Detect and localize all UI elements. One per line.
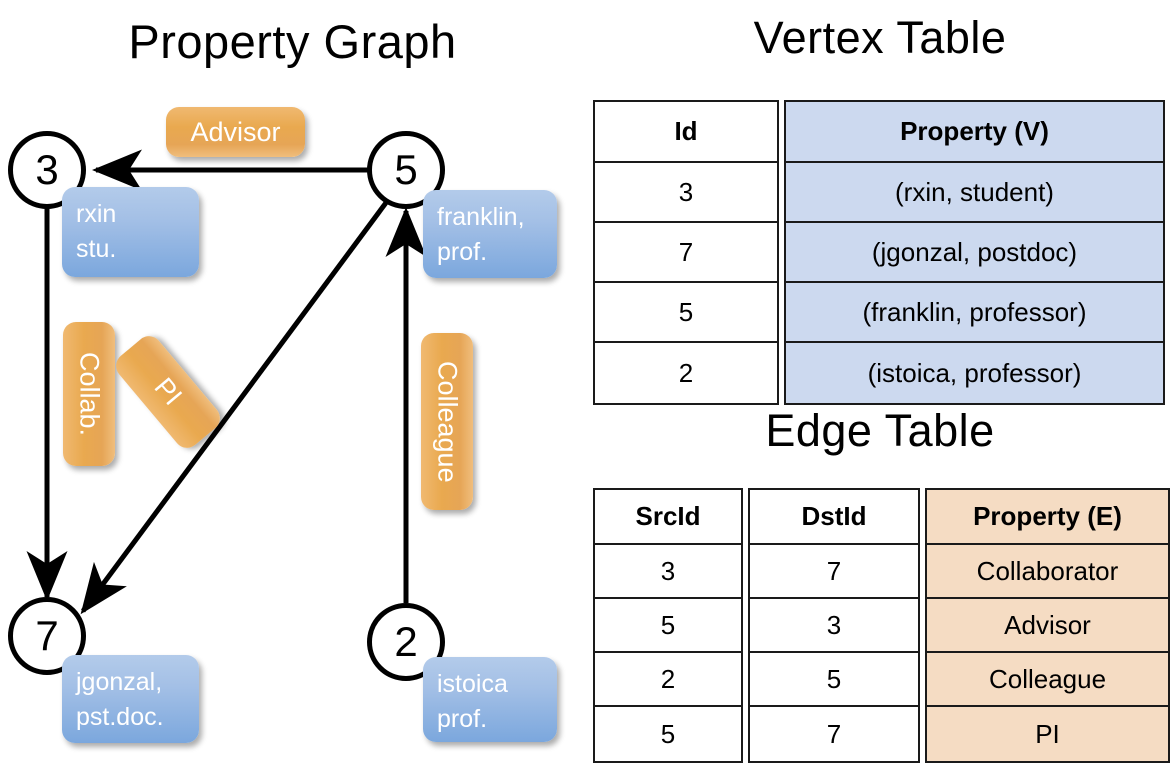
- table-row: Collaborator: [927, 545, 1168, 599]
- table-row: PI: [927, 707, 1168, 761]
- edge-callout-collab-label: Collab.: [74, 351, 105, 437]
- edge-table-header-srcid: SrcId: [595, 490, 741, 545]
- table-row: 2: [595, 653, 741, 707]
- table-row: 3: [595, 545, 741, 599]
- graph-node-2[interactable]: 2: [367, 603, 445, 681]
- page-title-property-graph: Property Graph: [128, 15, 457, 68]
- page-title-vertex-table: Vertex Table: [753, 12, 1007, 63]
- graph-node-3-id: 3: [35, 146, 59, 193]
- edge-table: SrcId 3 5 2 5 DstId 7 3 5 7 Property (E)…: [593, 488, 1170, 763]
- vertex-callout-3: rxin stu.: [62, 187, 199, 277]
- edge-callout-advisor-label: Advisor: [190, 116, 281, 147]
- graph-node-2-id: 2: [394, 618, 418, 665]
- vertex-callout-3-line2: stu.: [76, 234, 117, 263]
- vertex-table-header-property: Property (V): [786, 102, 1163, 163]
- table-row: 2: [678, 357, 694, 388]
- graph-node-5[interactable]: 5: [367, 131, 445, 209]
- vertex-callout-7-line1: jgonzal,: [76, 668, 163, 696]
- vertex-callout-7: jgonzal, pst.doc.: [62, 655, 199, 743]
- edge-table-header-dstid: DstId: [750, 490, 918, 545]
- edge-table-srcid-column: SrcId 3 5 2 5: [593, 488, 743, 763]
- vertex-callout-2-line1: istoica: [437, 670, 508, 698]
- vertex-table: Id 3 7 5 2 Property (V) (rxin, student) …: [593, 100, 1165, 405]
- property-graph-diagram: 3 rxin stu. 5 franklin, prof. 7 jgonzal,…: [0, 0, 585, 760]
- table-row: 7: [595, 223, 777, 283]
- graph-node-7-id: 7: [35, 612, 59, 659]
- edge-callout-advisor: Advisor: [166, 107, 305, 157]
- graph-edge-lines: [26, 149, 427, 615]
- table-row: (jgonzal, postdoc): [786, 223, 1163, 283]
- table-row: 5: [660, 718, 676, 749]
- vertex-table-header-id: Id: [595, 102, 777, 163]
- vertex-callout-2-line2: prof.: [437, 704, 488, 733]
- table-row: (istoica, professor): [786, 343, 1163, 403]
- vertex-callout-5-line2: prof.: [437, 237, 488, 266]
- table-row: 5: [595, 283, 777, 343]
- vertex-callout-7-line2: pst.doc.: [76, 702, 164, 731]
- table-row: Colleague: [927, 653, 1168, 707]
- edge-table-property-column: Property (E) Collaborator Advisor Collea…: [925, 488, 1170, 763]
- vertex-table-id-column: Id 3 7 5 2: [593, 100, 779, 405]
- edge-table-header-property: Property (E): [927, 490, 1168, 545]
- table-row: 7: [750, 545, 918, 599]
- edge-callout-pi-label: PI: [148, 372, 189, 412]
- table-row: 5: [750, 653, 918, 707]
- edge-line-5-to-7: [80, 194, 394, 615]
- table-row: 5: [595, 599, 741, 653]
- table-row: 7: [826, 718, 842, 749]
- vertex-callout-5-line1: franklin,: [437, 203, 525, 231]
- edge-callout-colleague-label: Colleague: [432, 360, 463, 483]
- table-row: Advisor: [927, 599, 1168, 653]
- vertex-callout-3-line1: rxin: [76, 200, 117, 228]
- edge-callout-colleague: Colleague: [421, 333, 473, 510]
- edge-callout-collab: Collab.: [63, 322, 115, 466]
- table-row: (rxin, student): [786, 163, 1163, 223]
- vertex-table-property-column: Property (V) (rxin, student) (jgonzal, p…: [784, 100, 1165, 405]
- table-row: 3: [750, 599, 918, 653]
- table-row: 3: [595, 163, 777, 223]
- graph-node-5-id: 5: [394, 146, 418, 193]
- vertex-callout-2: istoica prof.: [423, 657, 557, 742]
- vertex-callout-5: franklin, prof.: [423, 190, 557, 278]
- table-row: (franklin, professor): [786, 283, 1163, 343]
- page-title-edge-table: Edge Table: [765, 405, 995, 456]
- edge-table-dstid-column: DstId 7 3 5 7: [748, 488, 920, 763]
